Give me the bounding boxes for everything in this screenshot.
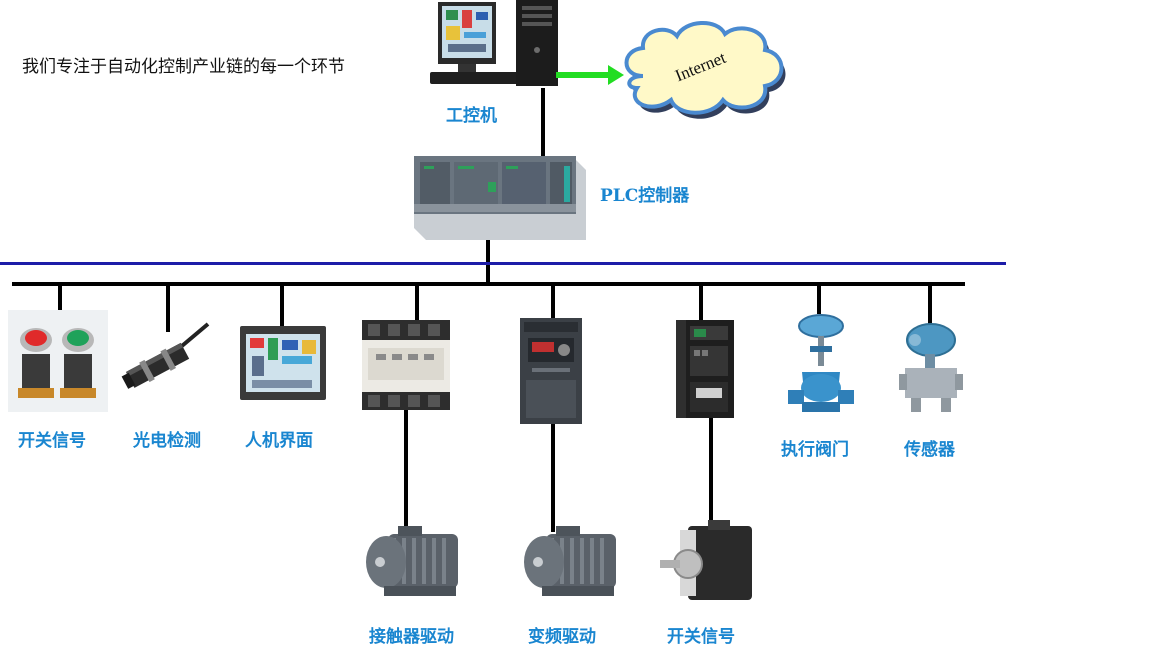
drop-inverter	[551, 284, 555, 320]
hmi-panel-icon	[240, 326, 326, 400]
servo-driver-icon	[676, 320, 734, 418]
drop-photo	[166, 284, 170, 332]
pushbutton-icon	[8, 310, 108, 412]
photoelectric-sensor-icon	[121, 322, 210, 389]
arrow-icon	[556, 65, 624, 85]
contactor-icon	[362, 320, 450, 410]
fieldbus-line	[0, 262, 1006, 265]
inverter-icon	[520, 318, 582, 424]
motor-icon	[524, 526, 616, 596]
cloud-icon: Internet	[624, 20, 786, 119]
vfd-drive-label: 变频驱动	[528, 627, 596, 647]
inverter-motor-wire	[551, 424, 555, 532]
drop-valve	[817, 284, 821, 314]
pressure-transmitter-icon	[899, 323, 963, 412]
contactor-drive-label: 接触器驱动	[369, 627, 454, 647]
hmi-label: 人机界面	[245, 431, 313, 451]
drop-servo	[699, 284, 703, 320]
photo-detect-label: 光电检测	[133, 431, 201, 451]
servo-signal-label: 开关信号	[667, 627, 735, 647]
plc-label: PLC控制器	[600, 186, 690, 206]
sensor-label: 传感器	[904, 440, 955, 460]
servo-motor-icon	[660, 520, 752, 600]
switch-signal-label: 开关信号	[18, 431, 86, 451]
drop-contactor	[415, 284, 419, 320]
drop-hmi	[280, 284, 284, 330]
control-valve-icon	[788, 314, 854, 412]
drop-switch	[58, 284, 62, 312]
actuator-valve-label: 执行阀门	[781, 440, 849, 460]
contactor-motor-wire	[404, 410, 408, 530]
computer-icon	[430, 0, 558, 86]
motor-icon	[366, 526, 458, 596]
ipc-plc-wire	[541, 88, 545, 158]
drop-sensor	[928, 284, 932, 324]
plc-bus-wire	[486, 210, 490, 284]
servo-motor-wire	[709, 418, 713, 526]
plc-icon	[414, 156, 586, 240]
tagline: 我们专注于自动化控制产业链的每一个环节	[22, 57, 345, 77]
ipc-label: 工控机	[446, 106, 497, 126]
device-bus	[12, 282, 965, 286]
